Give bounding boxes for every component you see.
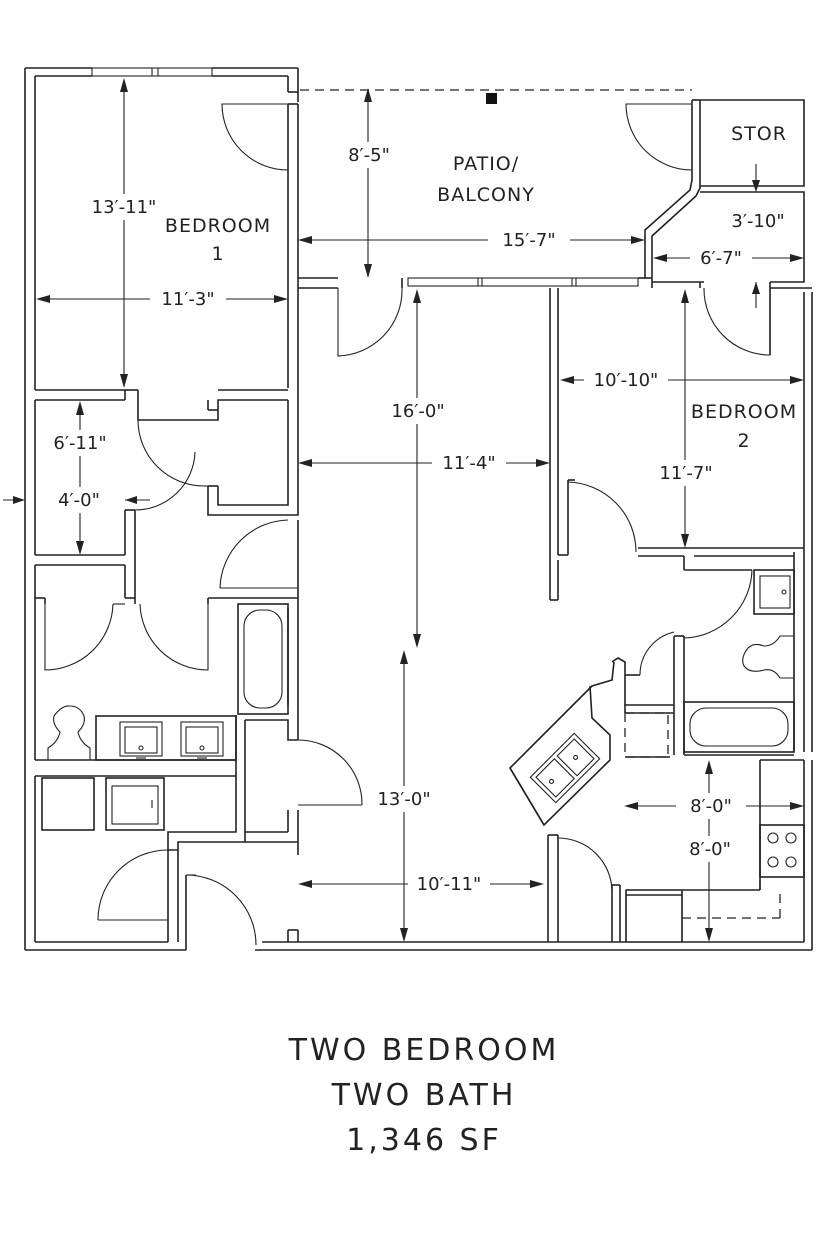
patio-label: PATIO/	[453, 153, 519, 175]
dim-living-width: 11′-4"	[442, 453, 495, 474]
dim-bed2-width: 10′-10"	[594, 370, 659, 391]
doors	[44, 103, 771, 946]
dim-dining-depth: 13′-0"	[377, 789, 430, 810]
dim-patio-width: 15′-7"	[502, 230, 555, 251]
dim-kitchen-depth: 8′-0"	[689, 839, 731, 860]
patio-edge	[300, 89, 692, 104]
bedroom1-label: BEDROOM	[165, 215, 271, 237]
dim-closet-depth: 6′-11"	[53, 433, 106, 454]
storage-label: STOR	[731, 123, 787, 145]
dim-dining-width: 10′-11"	[417, 874, 482, 895]
fixtures	[41, 569, 805, 943]
dim-closet-width: 4′-0"	[58, 490, 100, 511]
caption-bedrooms: TWO BEDROOM	[288, 1033, 560, 1068]
dim-patio-depth: 8′-5"	[348, 145, 390, 166]
dimension-labels: 13′-11" 11′-3" 8′-5" 15′-7" 3′-10" 6′-7"…	[53, 145, 784, 895]
dim-stor-width: 6′-7"	[700, 248, 742, 269]
caption-baths: TWO BATH	[331, 1078, 517, 1113]
label-masks	[46, 142, 796, 897]
interior-walls	[35, 99, 812, 950]
plan-caption: TWO BEDROOM TWO BATH 1,346 SF	[288, 1033, 560, 1158]
dim-stor-depth: 3′-10"	[731, 211, 784, 232]
dim-living-depth: 16′-0"	[391, 401, 444, 422]
caption-area: 1,346 SF	[346, 1123, 502, 1158]
dim-kitchen-width: 8′-0"	[690, 796, 732, 817]
room-labels: BEDROOM 1 BEDROOM 2 PATIO/ BALCONY STOR	[165, 123, 797, 452]
bedroom1-number: 1	[211, 243, 224, 265]
bedroom2-label: BEDROOM	[691, 401, 797, 423]
bedroom2-number: 2	[737, 430, 750, 452]
dim-bed1-depth: 13′-11"	[92, 197, 157, 218]
balcony-label: BALCONY	[437, 184, 535, 206]
dim-bed2-depth: 11′-7"	[659, 463, 712, 484]
dim-bed1-width: 11′-3"	[161, 289, 214, 310]
